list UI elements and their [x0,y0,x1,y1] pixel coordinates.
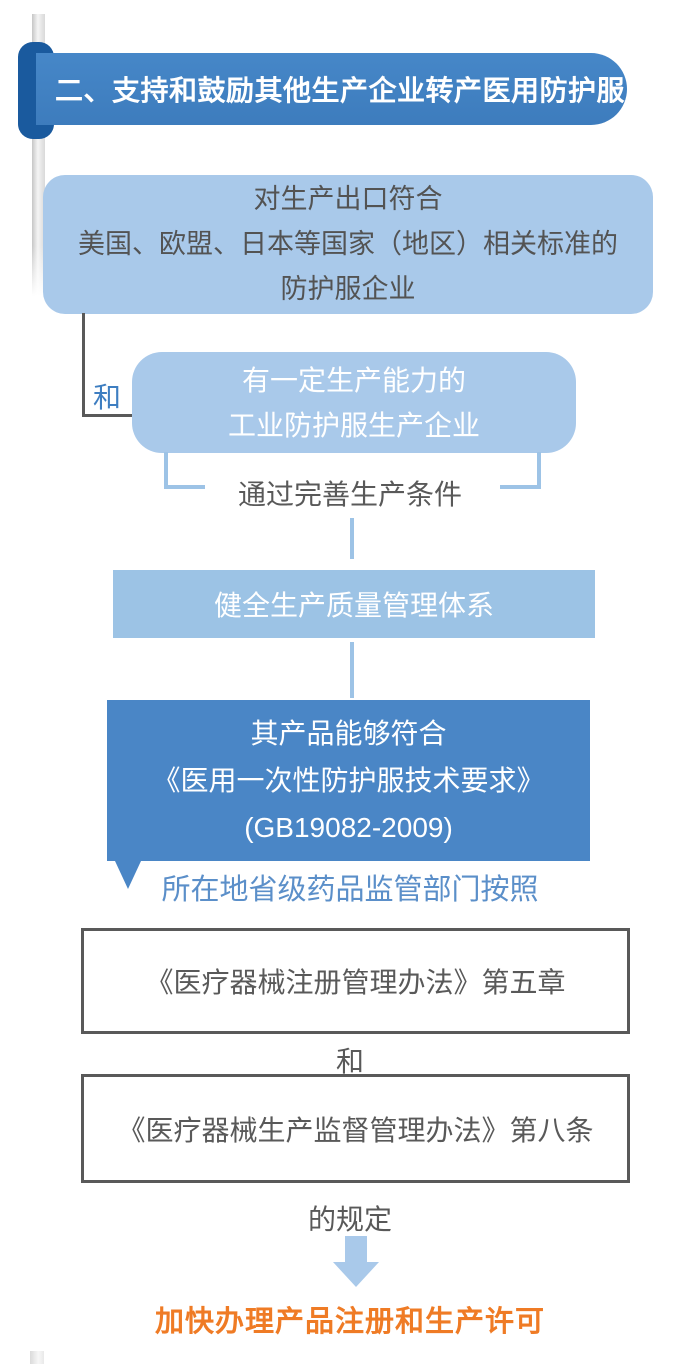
box-regulation-registration: 《医疗器械注册管理办法》第五章 [81,928,630,1034]
regulation-2-text: 《医疗器械生产监督管理办法》第八条 [117,1114,594,1146]
connector-line-1 [350,518,354,559]
bracket-left-vertical [164,452,168,489]
box-industrial-enterprises: 有一定生产能力的 工业防护服生产企业 [132,352,576,453]
bracket-right-vertical [537,452,541,489]
down-arrow-head-icon [333,1262,379,1287]
callout-tail-icon [115,861,141,889]
box-regulation-supervision: 《医疗器械生产监督管理办法》第八条 [81,1074,630,1183]
authority-text: 所在地省级药品监管部门按照 [161,874,539,906]
result-text: 加快办理产品注册和生产许可 [154,1306,545,1338]
bracket-left-horizontal [164,485,205,489]
bracket-right-horizontal [500,485,541,489]
section-banner: 二、支持和鼓励其他生产企业转产医用防护服 [36,53,627,125]
box-standard-line: 其产品能够符合 [250,718,447,749]
and-label-2: 和 [335,1046,364,1077]
provision-text: 的规定 [307,1204,392,1235]
box-export-line: 防护服企业 [280,274,416,304]
ribbon-pole-bottom-icon [30,1351,44,1364]
condition-text: 通过完善生产条件 [237,479,462,510]
and-label-1: 和 [93,382,122,413]
box-standard-line: 《医用一次性防护服技术要求》 [152,765,545,796]
elbow-connector-horizontal [82,414,132,417]
box-export-line: 美国、欧盟、日本等国家（地区）相关标准的 [78,229,618,259]
box-quality-text: 健全生产质量管理体系 [213,590,494,621]
box-industrial-line: 工业防护服生产企业 [227,409,480,441]
box-export-enterprises: 对生产出口符合 美国、欧盟、日本等国家（地区）相关标准的 防护服企业 [43,175,653,314]
down-arrow-shaft-icon [345,1236,367,1264]
regulation-1-text: 《医疗器械注册管理办法》第五章 [145,967,566,998]
box-standard-line: (GB19082-2009) [244,812,453,843]
box-industrial-line: 有一定生产能力的 [241,364,466,396]
box-quality-system: 健全生产质量管理体系 [113,570,595,638]
banner-title: 二、支持和鼓励其他生产企业转产医用防护服 [55,75,626,106]
elbow-connector-vertical [82,313,85,417]
box-product-standard: 其产品能够符合 《医用一次性防护服技术要求》 (GB19082-2009) [107,700,590,889]
connector-line-2 [350,642,354,698]
box-export-line: 对生产出口符合 [253,184,443,214]
